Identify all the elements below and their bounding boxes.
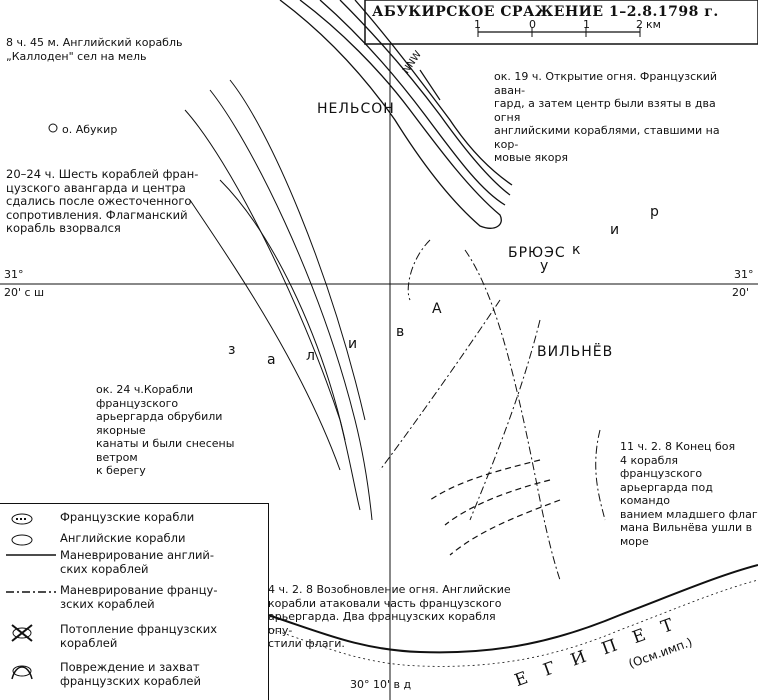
bay-a: а xyxy=(267,352,277,368)
lat-right-min: 20' xyxy=(732,286,750,299)
label-nelson: НЕЛЬСОН xyxy=(317,101,395,117)
french-routes xyxy=(379,239,606,581)
scale-tick-1b: 1 xyxy=(583,18,590,31)
note-19h: ок. 19 ч. Открытие огня. Французский ава… xyxy=(494,70,720,164)
note-24h: ок. 24 ч.Корабли французского арьергарда… xyxy=(96,383,235,477)
scale-tick-2: 2 xyxy=(636,18,643,31)
retreat-routes xyxy=(429,459,561,556)
note-4h: 4 ч. 2. 8 Возобновление огня. Английские… xyxy=(268,583,511,650)
shoal-contours xyxy=(279,0,513,229)
bay-k: к xyxy=(572,242,582,258)
compass-arrow xyxy=(419,69,441,101)
solid-line-icon xyxy=(6,554,56,556)
dashdot-line-icon xyxy=(6,591,56,593)
english-ship-icon xyxy=(11,534,33,546)
bay-i: и xyxy=(348,336,359,352)
bay-z: з xyxy=(228,342,237,358)
scale-tick-0: 0 xyxy=(529,18,536,31)
lon-label: 30° 10' в д xyxy=(350,678,412,691)
label-brueys: БРЮЭС xyxy=(508,245,566,261)
note-culloden: 8 ч. 45 м. Английский корабль „Каллоден"… xyxy=(6,36,183,63)
bay-a2: А xyxy=(432,301,443,317)
french-ship-icon xyxy=(11,513,33,525)
map-title: АБУКИРСКОЕ СРАЖЕНИЕ 1–2.8.1798 г. xyxy=(372,4,719,20)
scale-unit: км xyxy=(646,18,661,31)
note-11h: 11 ч. 2. 8 Конец боя 4 корабля французск… xyxy=(620,440,758,548)
captured-ship-icon xyxy=(11,665,33,680)
lat-right-deg: 31° xyxy=(734,268,754,281)
bay-l: л xyxy=(306,348,316,364)
bay-u: у xyxy=(540,258,550,274)
legend: Французские корабли Английские корабли М… xyxy=(0,503,269,700)
egypt-coast xyxy=(267,564,758,654)
bay-v: в xyxy=(396,324,406,340)
sunk-ship-icon xyxy=(11,624,33,642)
label-aboukir-island: о. Абукир xyxy=(62,123,118,136)
lat-left-min: 20' с ш xyxy=(4,286,45,299)
lat-left-deg: 31° xyxy=(4,268,24,281)
scale-tick-1: 1 xyxy=(474,18,481,31)
bay-i2: и xyxy=(610,222,621,238)
english-routes xyxy=(184,79,373,521)
title-box xyxy=(364,0,758,45)
note-20-24h: 20–24 ч. Шесть кораблей фран- цузского а… xyxy=(6,167,199,235)
bay-r: р xyxy=(650,204,660,220)
label-villeneuve: ВИЛЬНЁВ xyxy=(537,344,614,360)
